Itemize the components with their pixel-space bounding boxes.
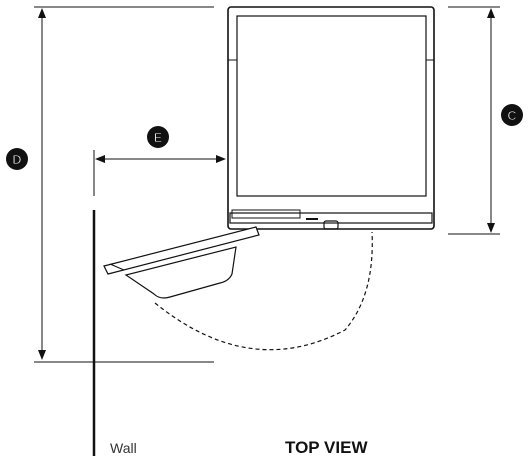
door-knob — [323, 220, 339, 230]
dimension-c-arrow-bottom — [487, 223, 495, 233]
dimension-c-arrow-top — [487, 8, 495, 18]
door-handle-recess — [231, 209, 301, 219]
open-door-panel — [103, 226, 260, 275]
dimension-e-label: E — [154, 130, 163, 145]
dimension-d-label: D — [12, 152, 21, 167]
dimension-d: D — [6, 8, 46, 360]
dimension-d-badge — [6, 148, 28, 170]
wall-label: Wall — [110, 440, 137, 456]
dimension-e: E — [95, 126, 226, 163]
door-front-strip — [229, 212, 433, 224]
dimension-e-arrow-right — [216, 155, 226, 163]
appliance-outline — [227, 6, 435, 230]
dimension-d-arrow-bottom — [38, 350, 46, 360]
open-door-edge — [109, 263, 125, 271]
dimension-e-badge — [147, 126, 169, 148]
dimension-d-arrow-top — [38, 8, 46, 18]
view-title: TOP VIEW — [285, 438, 368, 457]
extension-lines — [34, 6, 500, 363]
open-door — [103, 226, 260, 299]
appliance-top-panel — [236, 15, 427, 197]
dimension-c-label: C — [507, 108, 517, 123]
door-swing-arc — [154, 231, 373, 351]
open-door-bin — [124, 246, 237, 299]
dimension-c: C — [487, 8, 523, 233]
dimension-c-badge — [501, 104, 523, 126]
dimension-e-arrow-left — [95, 155, 105, 163]
